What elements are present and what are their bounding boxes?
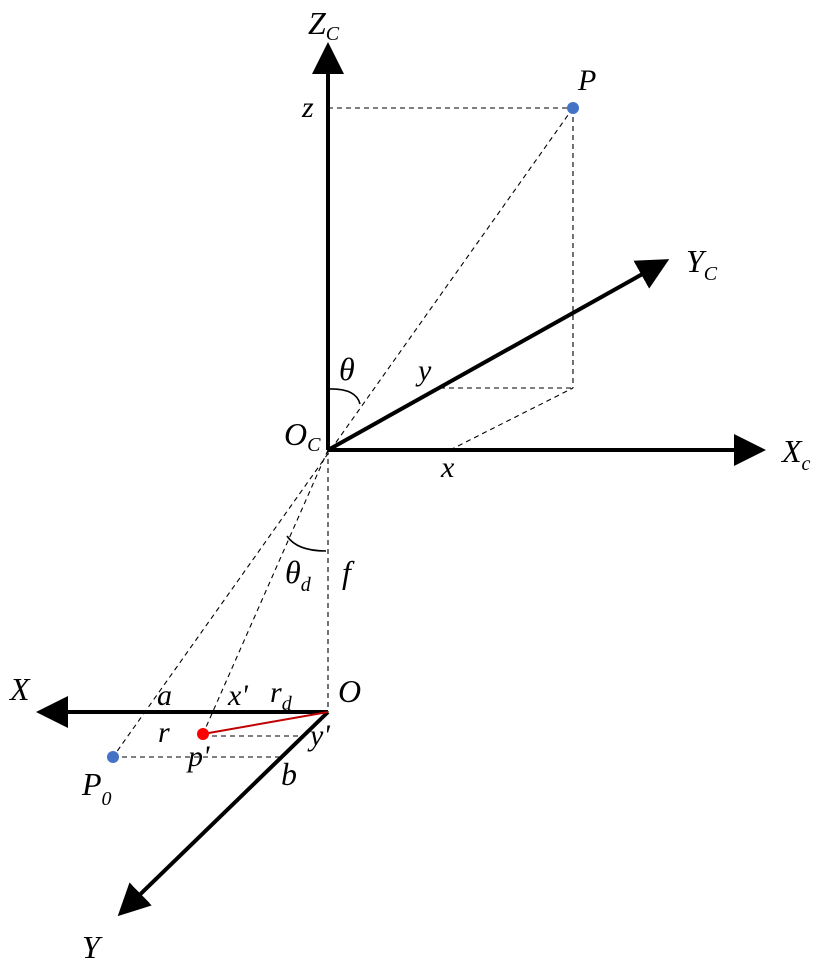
label-z: z — [301, 91, 314, 124]
label-x-prime: x' — [227, 679, 248, 712]
image-axes — [36, 696, 330, 917]
label-p0: P0 — [81, 766, 112, 810]
label-b: b — [281, 756, 297, 792]
label-oc: OC — [284, 416, 321, 456]
label-f: f — [342, 554, 355, 590]
y-axis — [117, 710, 330, 917]
label-y-prime: y' — [307, 719, 330, 752]
label-r: r — [158, 716, 170, 749]
x-projection-line — [449, 387, 574, 451]
label-a: a — [157, 679, 172, 712]
label-xc: Xc — [780, 433, 811, 475]
label-zc: ZC — [308, 5, 340, 45]
label-theta: θ — [339, 351, 355, 387]
point-p0 — [107, 751, 119, 763]
construction-lines — [112, 107, 574, 758]
rd-segment — [202, 711, 329, 735]
label-rd: rd — [270, 676, 293, 715]
point-p-prime — [197, 728, 209, 740]
label-o: O — [338, 673, 361, 709]
point-p — [567, 102, 579, 114]
label-y: y — [415, 354, 432, 387]
ray-p-to-p0 — [112, 107, 574, 758]
camera-axes — [312, 42, 766, 466]
yc-axis — [327, 259, 670, 452]
ray-oc-to-pprime — [202, 449, 329, 735]
label-p-prime: p' — [186, 740, 210, 773]
labels: ZC z P YC θ y OC Xc x θd f X a x' rd O r… — [8, 5, 811, 965]
label-y-image: Y — [82, 929, 103, 965]
label-p: P — [577, 64, 596, 97]
label-theta-d: θd — [285, 554, 312, 596]
theta-d-arc — [286, 535, 327, 552]
label-yc: YC — [686, 243, 718, 285]
theta-arc — [327, 388, 361, 405]
label-x-image: X — [8, 671, 31, 707]
label-x: x — [440, 451, 455, 484]
